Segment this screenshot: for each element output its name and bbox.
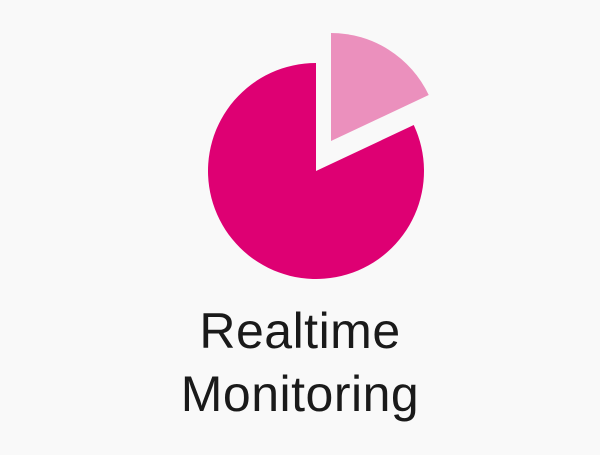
pie-chart-icon — [207, 33, 429, 279]
pie-exploded-slice — [331, 33, 429, 141]
pie-main-slice — [207, 63, 424, 279]
pie-chart-svg — [207, 33, 429, 279]
feature-title-line-2: Monitoring — [180, 366, 420, 422]
feature-title: Realtime Monitoring — [0, 300, 600, 426]
feature-title-line-1: Realtime — [199, 303, 401, 359]
